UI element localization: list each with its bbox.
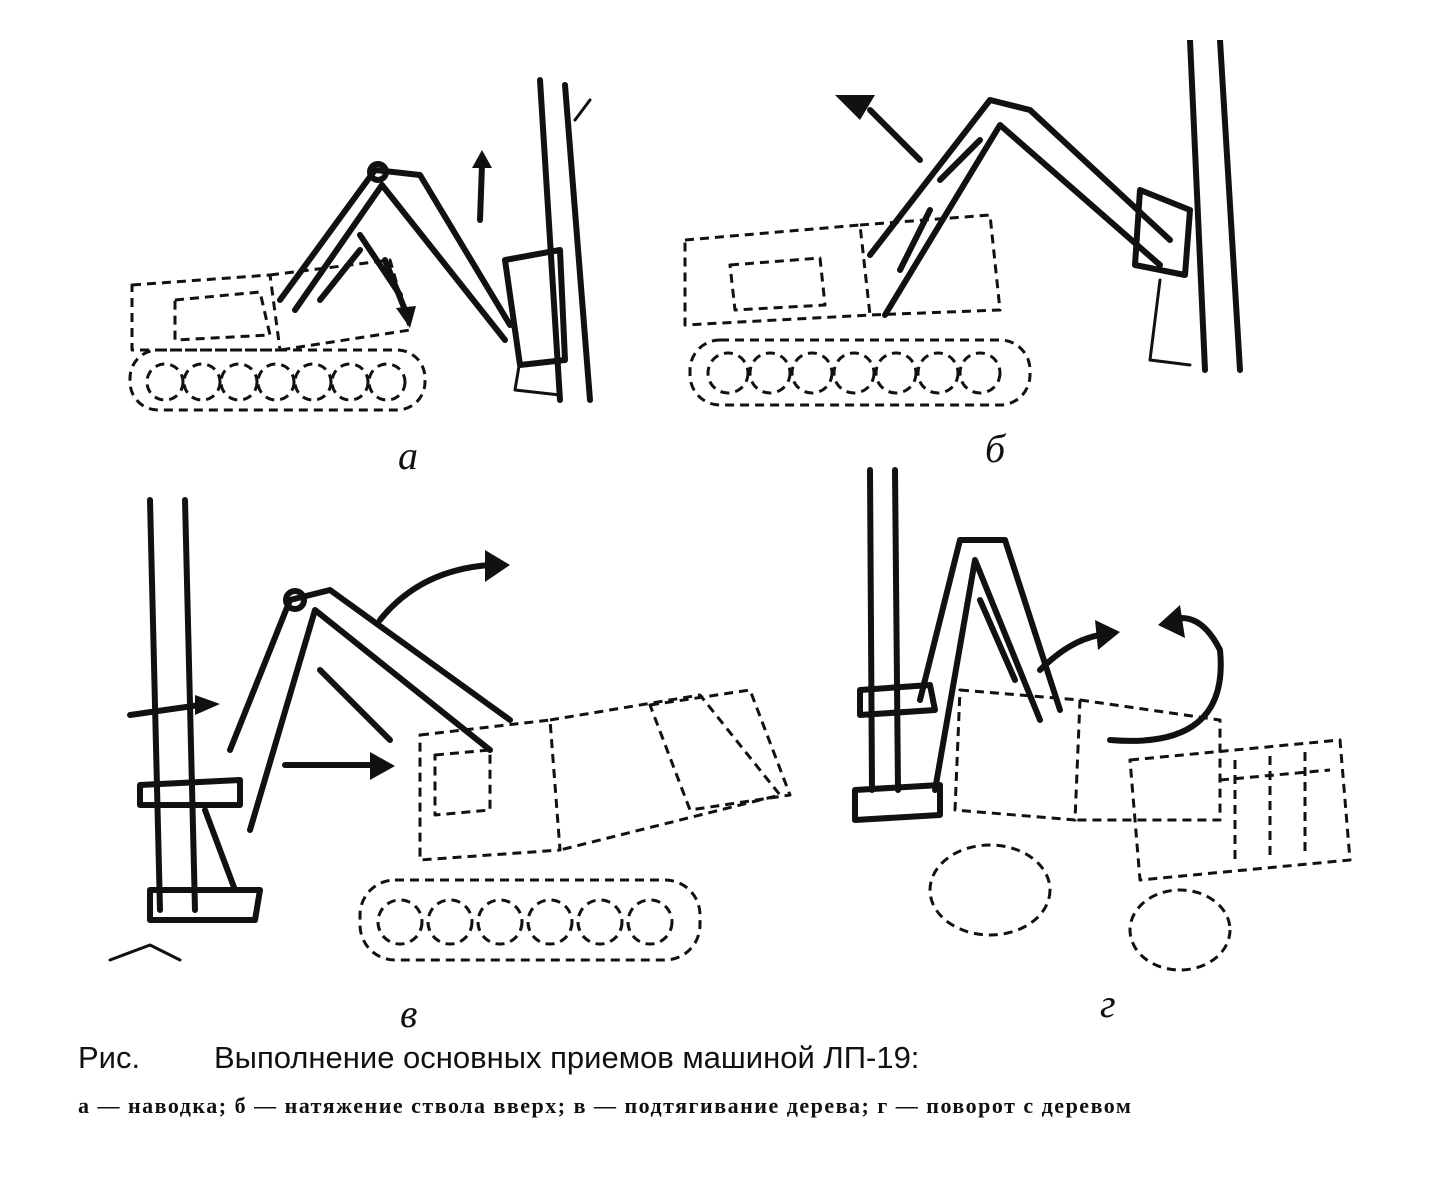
- figure-title: Выполнение основных приемов машиной ЛП-1…: [214, 1040, 920, 1075]
- panel-label-g: г: [1100, 981, 1116, 1026]
- illustration-panel-a: [128, 77, 593, 412]
- figure-prefix: Рис.: [78, 1040, 141, 1075]
- illustration-panel-g: [852, 467, 1352, 972]
- figure-caption-legend: а — наводка; б — натяжение ствола вверх;…: [78, 1093, 1133, 1118]
- figure-caption-title: Рис. Выполнение основных приемов машиной …: [78, 1040, 1418, 1076]
- illustration-panel-b: [683, 40, 1243, 407]
- illustration-panel-v: [108, 497, 792, 962]
- track-wheels: [145, 362, 407, 402]
- panel-label-b: б: [985, 426, 1006, 471]
- panel-label-a: а: [398, 433, 418, 478]
- panel-label-v: в: [400, 991, 418, 1036]
